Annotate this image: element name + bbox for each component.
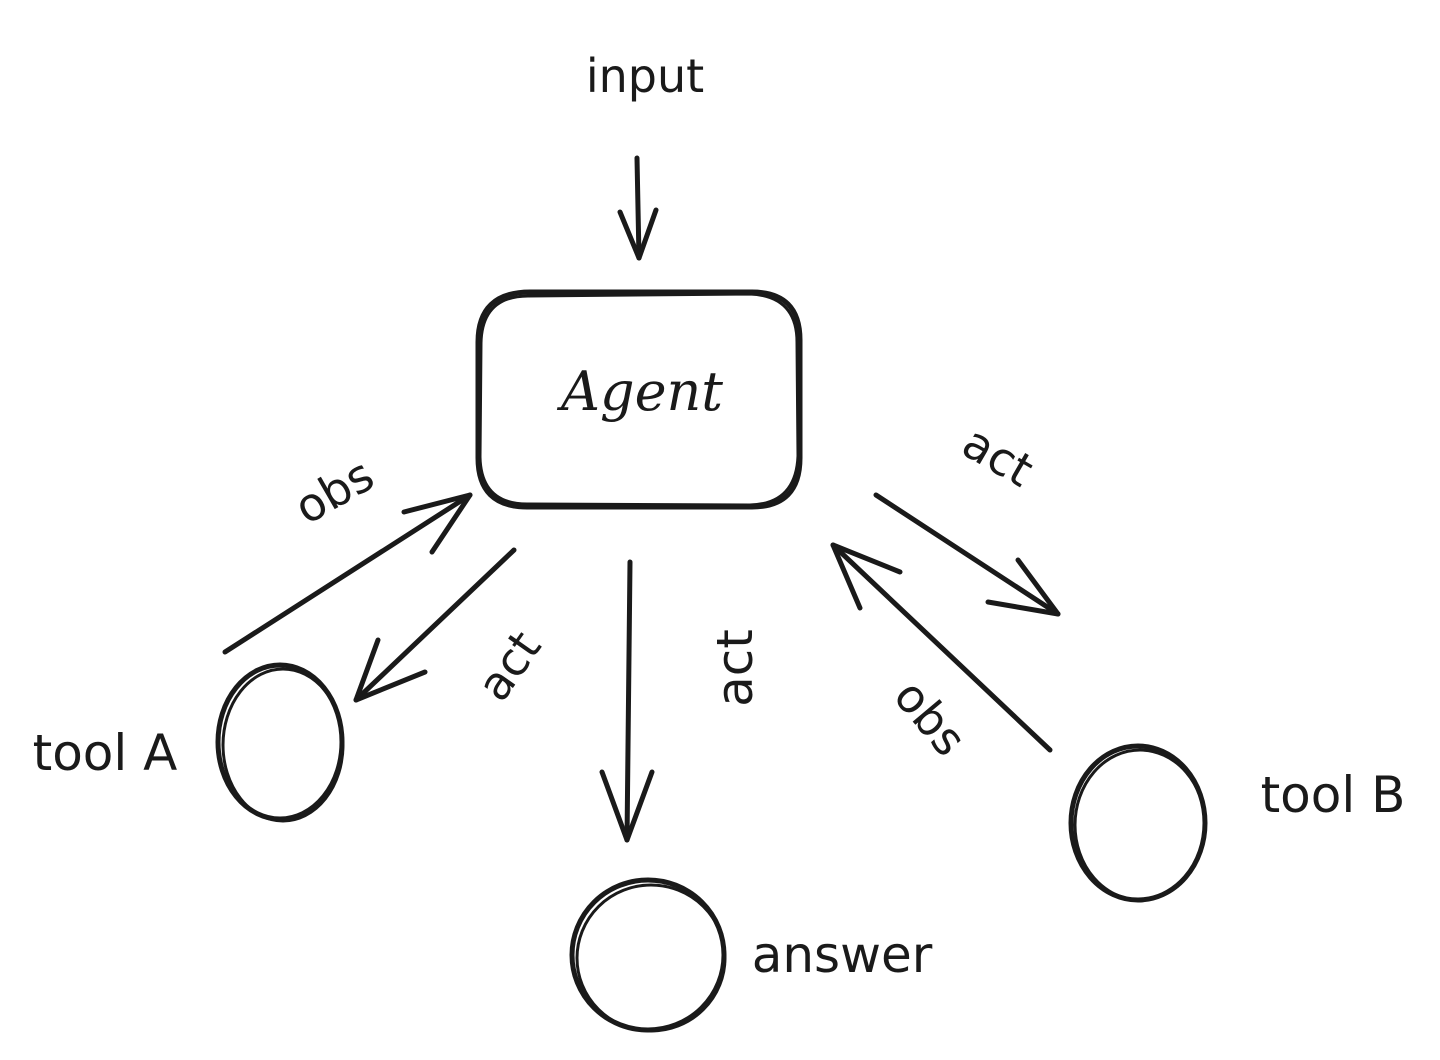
agent-to-tool-a-arrow — [353, 547, 517, 703]
input-to-agent-arrow — [617, 155, 659, 261]
tool-a-to-agent-arrow — [222, 492, 473, 655]
obs-label-tool-b: obs — [883, 669, 977, 766]
answer-label: answer — [752, 926, 933, 984]
tool-b-label: tool B — [1261, 766, 1406, 824]
act-label-tool-b: act — [954, 415, 1043, 498]
tool-b-to-agent-arrow — [830, 542, 1053, 753]
tool-a-label: tool A — [33, 724, 178, 782]
tool-b-node[interactable] — [1068, 743, 1208, 903]
agent-label: Agent — [556, 360, 723, 423]
agent-box[interactable]: Agent — [475, 289, 803, 510]
agent-to-answer-arrow — [599, 559, 655, 843]
act-label-answer: act — [706, 629, 764, 707]
tool-a-node[interactable] — [215, 662, 345, 823]
obs-label-tool-a: obs — [285, 447, 382, 534]
answer-node[interactable] — [569, 877, 727, 1033]
input-label: input — [586, 49, 704, 103]
act-label-tool-a: act — [466, 621, 551, 711]
agent-to-tool-b-arrow — [873, 492, 1061, 617]
